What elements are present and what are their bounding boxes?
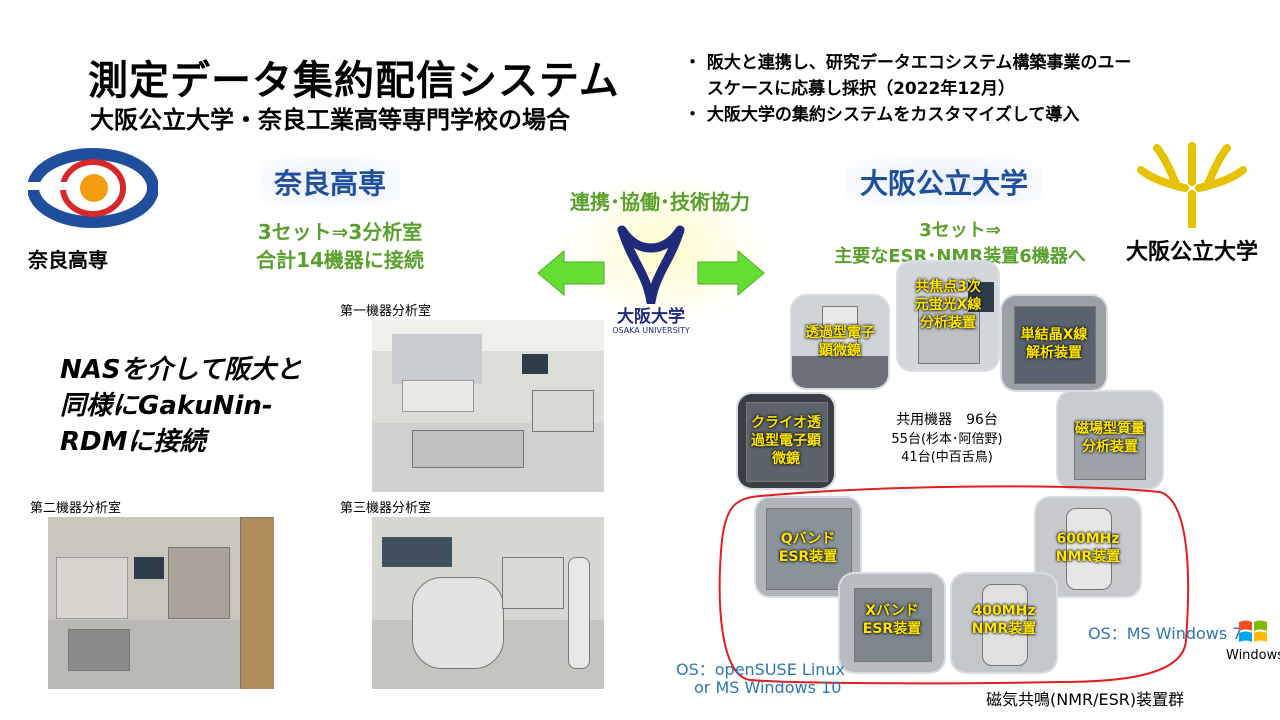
os-left-line: OS：openSUSE Linux: [676, 660, 846, 679]
osaka-university-emblem-icon: [617, 225, 685, 307]
nas-note-line: NASを介して阪大と: [60, 355, 302, 385]
windows-flag-icon: [1239, 620, 1267, 642]
xrd-photo: 単結晶X線解析装置: [1002, 296, 1106, 390]
tem-caption: 透過型電子顕微鏡: [805, 325, 875, 359]
omu-logo: 大阪公立大学: [1112, 142, 1272, 266]
omu-info-line: 3セット⇒: [919, 220, 1001, 241]
osaka-logo-jp: 大阪大学: [617, 307, 685, 327]
nara-info-line: 合計14機器に接続: [256, 248, 424, 272]
nas-note-line: 同様にGakuNin-: [60, 391, 273, 421]
arrow-right-icon: [697, 249, 765, 297]
ms-photo: 磁場型質量分析装置: [1058, 392, 1162, 488]
nas-note: NASを介して阪大と 同様にGakuNin- RDMに接続: [60, 352, 302, 460]
nara-section-label: 奈良高専: [260, 158, 401, 206]
osaka-university-logo: 大阪大学 OSAKA UNIVERSITY: [606, 222, 696, 335]
room1-photo: [372, 320, 604, 492]
nara-kosen-logo: 奈良高専: [27, 148, 159, 278]
shared-line: 共用機器 96台: [896, 412, 998, 428]
nara-info: 3セット⇒3分析室 合計14機器に接続: [210, 218, 470, 274]
os-left-line: or MS Windows 10: [694, 678, 842, 697]
room2-photo: [48, 517, 274, 689]
windows-label: Windows: [1226, 648, 1280, 663]
nas-note-line: RDMに接続: [60, 427, 206, 457]
bullet-item: スケースに応募し採択（2022年12月）: [684, 79, 1016, 99]
ginkgo-leaf-icon: [1137, 142, 1247, 230]
room3-photo: [372, 517, 604, 689]
bullet-item: ・ 阪大と連携し、研究データエコシステム構築事業のユー: [684, 53, 1132, 73]
tem-photo: 透過型電子顕微鏡: [792, 296, 888, 388]
confocal-caption: 共焦点3次元蛍光X線分析装置: [914, 279, 982, 331]
nmr-group-label: 磁気共鳴(NMR/ESR)装置群: [986, 690, 1185, 709]
ms-caption: 磁場型質量分析装置: [1075, 421, 1145, 455]
os-right: OS：MS Windows 7: [1088, 624, 1243, 643]
shared-line: 41台(中百舌鳥): [901, 450, 993, 465]
nara-kosen-emblem-icon: [27, 148, 159, 228]
page-title: 測定データ集約配信システム: [88, 58, 620, 104]
arrow-left-icon: [537, 249, 605, 297]
bullet-list: ・ 阪大と連携し、研究データエコシステム構築事業のユー スケースに応募し採択（2…: [684, 50, 1264, 128]
windows-logo: Windows: [1226, 618, 1280, 663]
room-label: 第一機器分析室: [340, 304, 432, 319]
omu-logo-text: 大阪公立大学: [1125, 240, 1258, 265]
omu-info: 3セット⇒ 主要なESR･NMR装置6機器へ: [800, 218, 1120, 270]
confocal-photo: 共焦点3次元蛍光X線分析装置: [898, 262, 998, 370]
nara-logo-text: 奈良高専: [28, 248, 108, 272]
cryo-caption: クライオ透過型電子顕微鏡: [751, 415, 821, 467]
room-label: 第二機器分析室: [30, 501, 122, 516]
xrd-caption: 単結晶X線解析装置: [1020, 327, 1088, 361]
room-label: 第三機器分析室: [340, 501, 432, 516]
cryo-photo: クライオ透過型電子顕微鏡: [738, 394, 834, 488]
page-subtitle: 大阪公立大学・奈良工業高等専門学校の場合: [90, 106, 570, 134]
bullet-item: ・ 大阪大学の集約システムをカスタマイズして導入: [684, 105, 1080, 125]
shared-line: 55台(杉本･阿倍野): [891, 432, 1003, 447]
center-glow: [560, 170, 770, 330]
osaka-logo-en: OSAKA UNIVERSITY: [612, 326, 690, 335]
nara-info-line: 3セット⇒3分析室: [257, 220, 423, 244]
omu-section-label: 大阪公立大学: [846, 158, 1043, 206]
omu-info-line: 主要なESR･NMR装置6機器へ: [834, 246, 1086, 267]
collab-label: 連携･協働･技術協力: [570, 190, 750, 214]
